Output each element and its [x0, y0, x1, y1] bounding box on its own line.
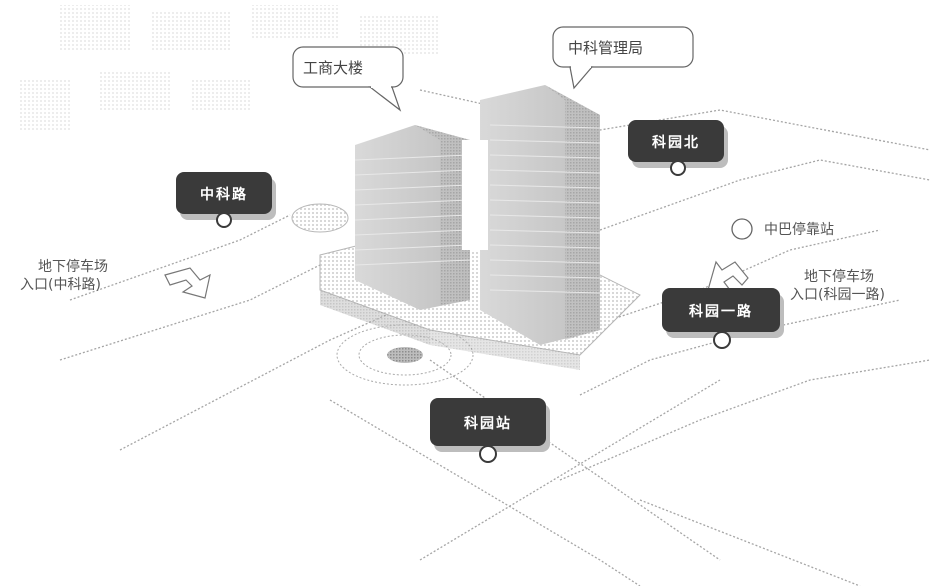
left-tower [354, 125, 471, 310]
callout-gongshang-bubble [292, 46, 404, 112]
callout-gongshang-label: 工商大楼 [303, 59, 364, 77]
callout-zhongke-bubble [552, 26, 694, 90]
callout-zhongke-label: 中科管理局 [568, 39, 644, 57]
parking-arrow-right-icon [707, 260, 749, 291]
station-sign-keyuanbei-text: 科园北 [652, 135, 700, 151]
background-buildings [20, 5, 440, 130]
station-sign-shapes [176, 120, 784, 463]
parking-arrow-left-icon [164, 267, 211, 299]
bus-stop-legend-label: 中巴停靠站 [764, 222, 834, 238]
station-sign-keyuanzhan-text: 科园站 [464, 416, 512, 432]
station-sign-keyuanyilu-text: 科园一路 [689, 304, 753, 320]
parking-left-line1: 地下停车场 [38, 259, 108, 275]
tower-glass-strip [462, 140, 488, 250]
parking-right-line2: 入口(科园一路) [790, 287, 885, 303]
station-sign-zhongkelu: 中科路 [176, 172, 272, 214]
parking-left-label: 地下停车场 入口(中科路) [20, 258, 108, 294]
station-sign-keyuanyilu: 科园一路 [662, 288, 780, 332]
parking-left-line2: 入口(中科路) [20, 277, 101, 293]
shrub [291, 203, 349, 233]
bus-stop-marker-icon [731, 218, 753, 240]
right-tower [462, 85, 601, 345]
parking-right-label: 地下停车场 入口(科园一路) [790, 268, 885, 304]
parking-right-line1: 地下停车场 [804, 269, 874, 285]
station-sign-keyuanbei: 科园北 [628, 120, 724, 162]
station-sign-zhongkelu-text: 中科路 [200, 187, 248, 203]
station-sign-keyuanzhan: 科园站 [430, 398, 546, 446]
